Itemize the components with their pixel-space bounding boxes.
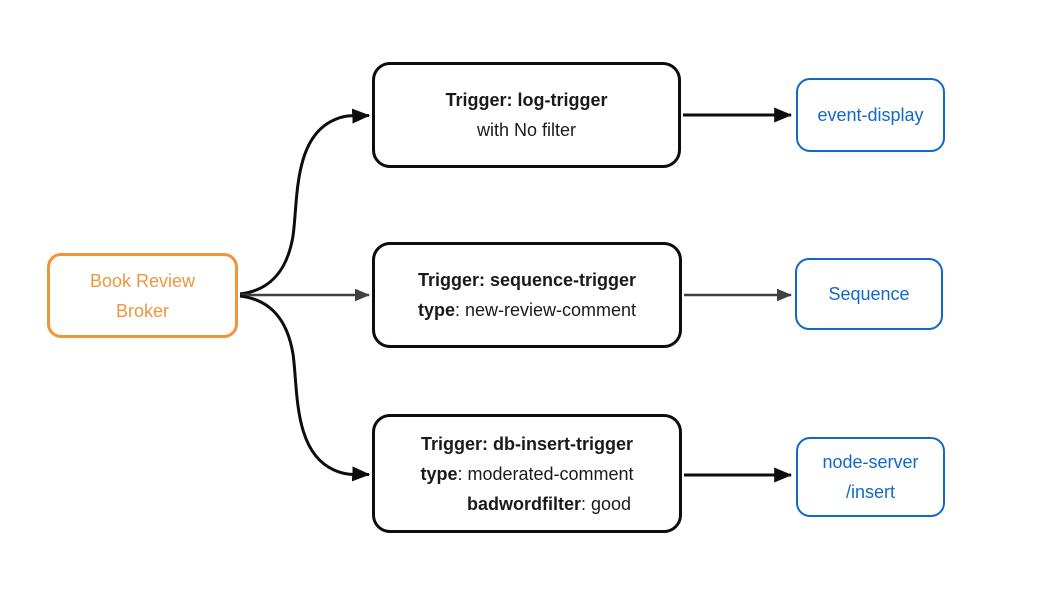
trigger-title: Trigger: log-trigger [445, 90, 608, 110]
arrow-broker-to-log-trigger [239, 108, 371, 296]
trigger-prop-value: : new-review-comment [454, 300, 637, 320]
destination-label-line2: /insert [845, 482, 896, 502]
broker-label-line2: Broker [115, 300, 169, 321]
trigger-prop-value: : good [580, 493, 632, 514]
trigger-subtitle: with No filter [476, 120, 577, 140]
trigger-node-log: Trigger: log-trigger with No filter [372, 62, 681, 168]
trigger-prop-line: type: moderated-comment [420, 459, 633, 489]
destination-label: event-display [817, 105, 924, 125]
arrow-broker-to-db-insert-trigger [239, 294, 371, 482]
destination-node-event-display: event-display [796, 78, 945, 152]
destination-node-sequence: Sequence [795, 258, 943, 330]
broker-node: Book Review Broker [47, 253, 238, 338]
trigger-node-sequence: Trigger: sequence-trigger type: new-revi… [372, 242, 682, 348]
trigger-prop-key: type [420, 463, 458, 484]
destination-label-line1: node-server [822, 452, 919, 472]
trigger-prop-value: : moderated-comment [457, 463, 634, 484]
trigger-prop-key: type [417, 300, 455, 320]
destination-label: Sequence [828, 284, 910, 304]
destination-node-node-server-insert: node-server /insert [796, 437, 945, 517]
trigger-node-db-insert: Trigger: db-insert-trigger type: moderat… [372, 414, 682, 533]
trigger-title: Trigger: db-insert-trigger [420, 433, 633, 454]
trigger-prop-line: badwordfilter: good [467, 489, 631, 519]
trigger-prop-key: badwordfilter [466, 493, 581, 514]
trigger-title: Trigger: sequence-trigger [417, 270, 637, 290]
broker-label-line1: Book Review [89, 270, 196, 291]
trigger-prop-line: type: new-review-comment [418, 295, 636, 325]
